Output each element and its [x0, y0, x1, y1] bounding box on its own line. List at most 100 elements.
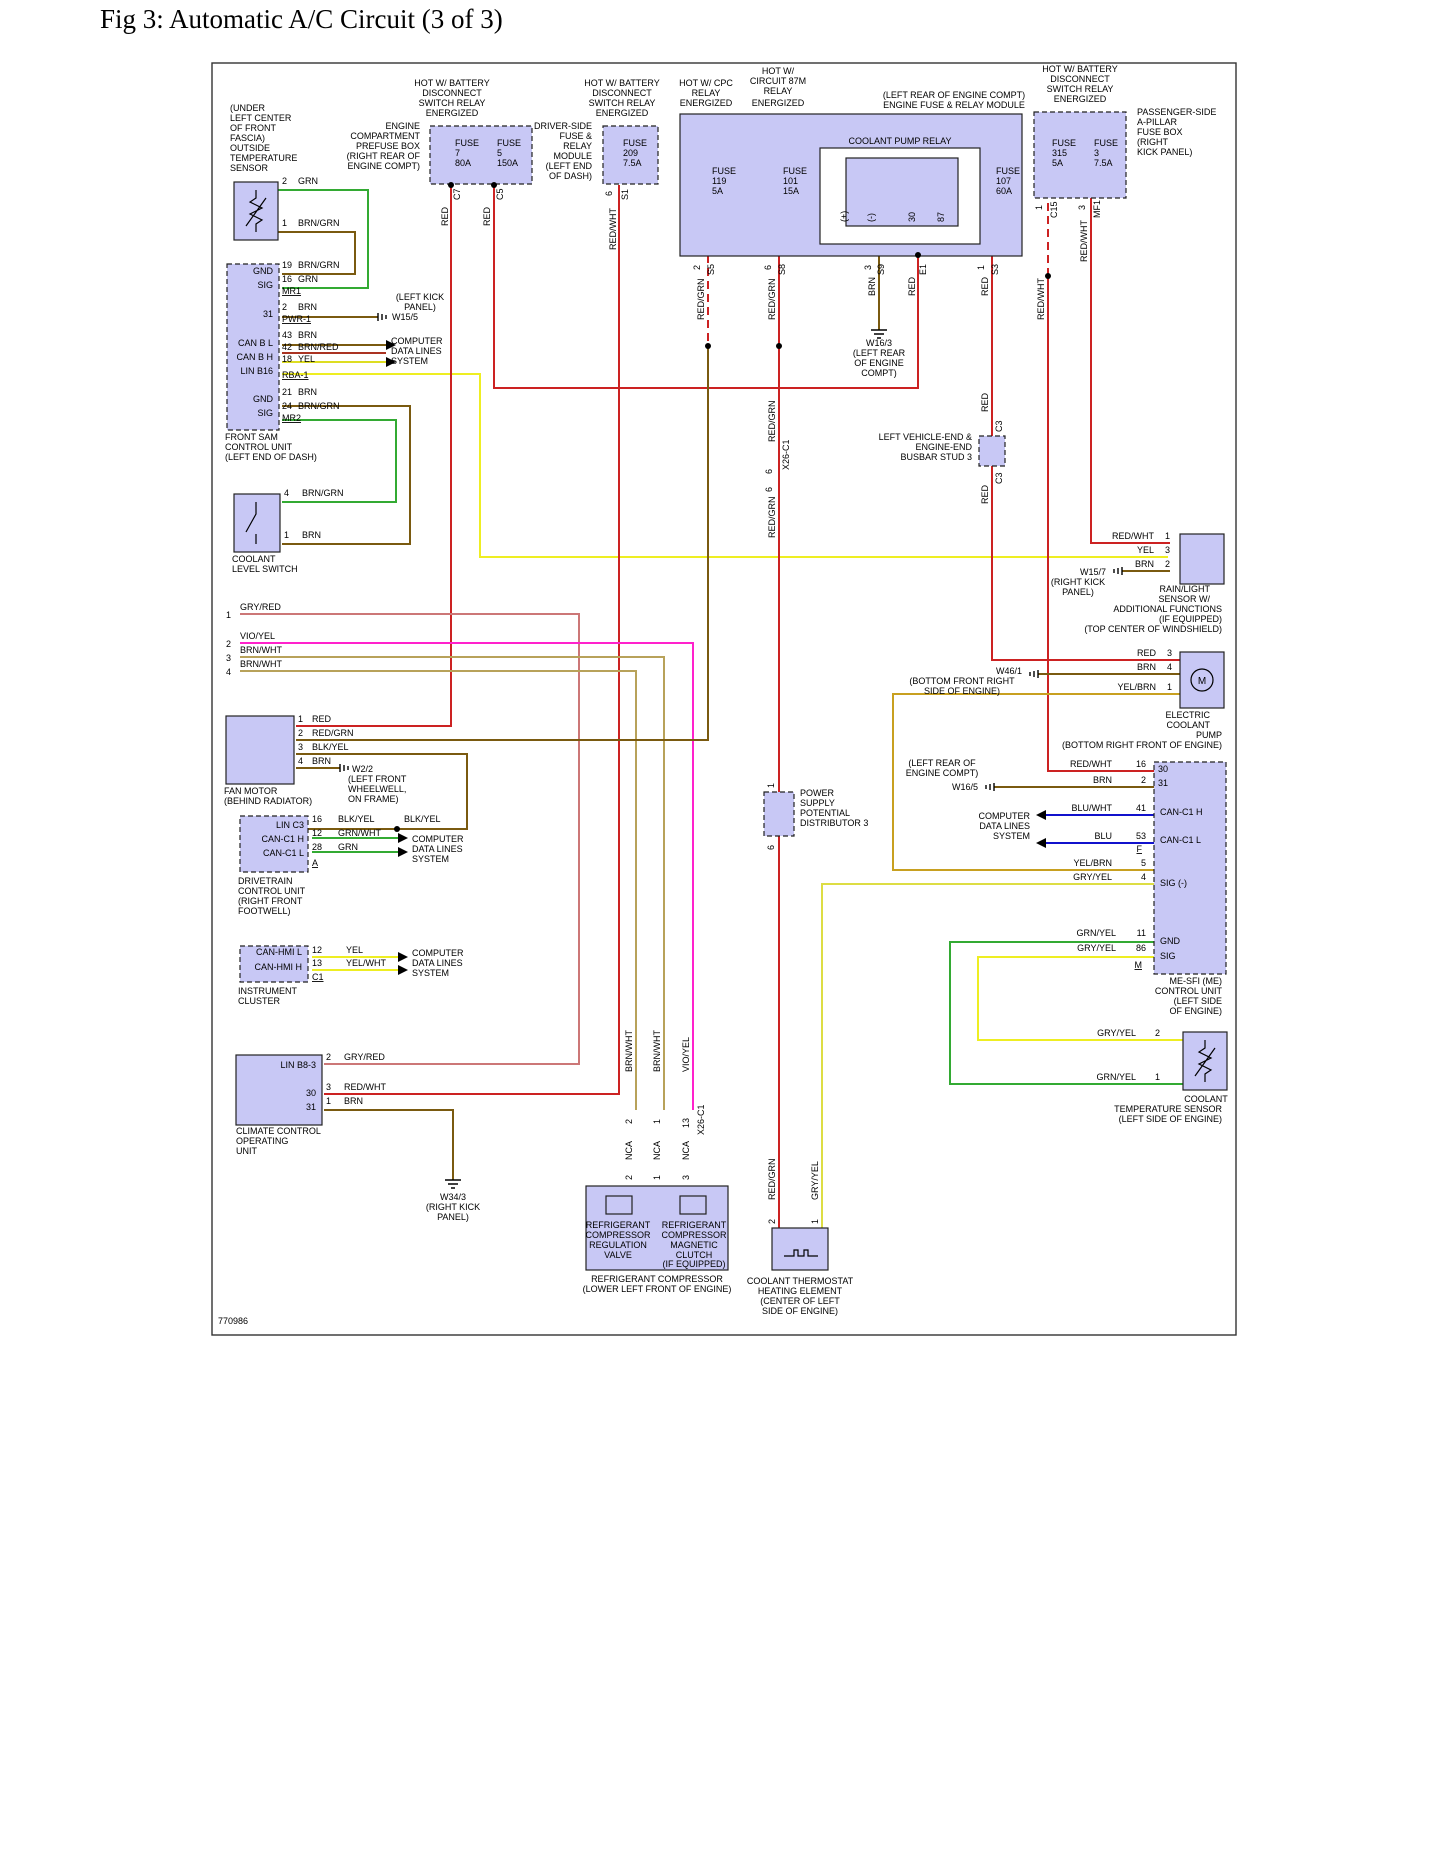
sam-pin-24: 24 [282, 401, 292, 411]
figure-id: 770986 [218, 1316, 248, 1326]
hdr-cpc-3: ENERGIZED [680, 98, 733, 108]
hdr-ps-3: SWITCH RELAY [1047, 84, 1114, 94]
fan-wire-1: RED [312, 714, 332, 724]
ef-conn-s3: S3 [990, 264, 1000, 275]
ground-w15-7 [1113, 567, 1123, 575]
ds-l5: (LEFT END [546, 161, 593, 171]
c-red5: RED [980, 392, 990, 412]
ef-pin-2: 2 [692, 265, 702, 270]
electric-coolant-pump [1179, 651, 1225, 709]
c-v-brnwht1: BRN/WHT [624, 1030, 634, 1072]
ps-l4: (RIGHT [1137, 137, 1168, 147]
os-l6: TEMPERATURE [230, 153, 297, 163]
me-pin-41: 41 [1136, 803, 1146, 813]
ps-l2: A-PILLAR [1137, 117, 1178, 127]
rs-ground: W15/7 [1080, 567, 1106, 577]
cmp-x26: X26-C1 [696, 1104, 706, 1135]
fan-wire-4: BRN [312, 756, 331, 766]
f119-a: FUSE [712, 166, 736, 176]
ps-c15: C15 [1049, 201, 1059, 218]
prefuse-f2-a: FUSE [497, 138, 521, 148]
hdr-cpc-2: RELAY [692, 88, 721, 98]
me-wire-41: BLU/WHT [1072, 803, 1113, 813]
ds-f-a: FUSE [623, 138, 647, 148]
thermistor-symbol [245, 190, 267, 232]
ts-pin-2: 2 [1155, 1028, 1160, 1038]
sam-pin-19: 19 [282, 260, 292, 270]
c-busbar-1: LEFT VEHICLE-END & [879, 432, 972, 442]
sam-lbl-sig2: SIG [257, 408, 273, 418]
sam-name-3: (LEFT END OF DASH) [225, 452, 317, 462]
sam-ground: W15/5 [392, 312, 418, 322]
relay-30: 30 [907, 212, 917, 222]
me-w1: (LEFT REAR OF [908, 758, 976, 768]
c-red3: RED [907, 276, 917, 296]
ground-symbols [339, 313, 1123, 1189]
hdr-prefuse-3: SWITCH RELAY [419, 98, 486, 108]
motor-circle [1190, 668, 1214, 692]
ls-name-2: LEVEL SWITCH [232, 564, 298, 574]
me-conn-m: M [1135, 960, 1143, 970]
coolant-thermistor-symbol [1194, 1040, 1216, 1082]
dt-name-4: FOOTWELL) [238, 906, 291, 916]
fan-ground: W2/2 [352, 764, 373, 774]
sam-cdl-2: DATA LINES [391, 346, 442, 356]
cc-name-2: OPERATING [236, 1136, 288, 1146]
me-lbl-canh: CAN-C1 H [1160, 807, 1203, 817]
wire-blkyel-fan [282, 753, 468, 830]
ground-w16-5 [985, 783, 995, 791]
wire-redwht-ps-rain [1090, 190, 1170, 544]
ic-cdl-3: SYSTEM [412, 968, 449, 978]
pump-name-3: PUMP [1196, 730, 1222, 740]
cmp-pin-1b: 1 [652, 1175, 662, 1180]
pump-wire-1: YEL/BRN [1117, 682, 1156, 692]
ps-f1-c: 5A [1052, 158, 1063, 168]
os-l2: LEFT CENTER [230, 113, 292, 123]
sam-wire-21: BRN [298, 387, 317, 397]
cmp-v4: VALVE [604, 1250, 632, 1260]
lw-wire-2: VIO/YEL [240, 631, 275, 641]
sam-wire-42: BRN/RED [298, 342, 339, 352]
wire-grn-outside-sensor [278, 189, 369, 289]
hdr-ds-3: SWITCH RELAY [589, 98, 656, 108]
lw-pin-4: 4 [226, 667, 231, 677]
ic-pin-13: 13 [312, 958, 322, 968]
c-psd-4: DISTRIBUTOR 3 [800, 818, 868, 828]
rs-pin-2: 2 [1165, 559, 1170, 569]
hdr-87m-3: RELAY [764, 86, 793, 96]
prefuse-f2-c: 150A [497, 158, 518, 168]
hdr-87m-2: CIRCUIT 87M [750, 76, 806, 86]
cmp-pin-13: 13 [681, 1118, 691, 1128]
prefuse-l4: (RIGHT REAR OF [347, 151, 421, 161]
cc-ground: W34/3 [440, 1192, 466, 1202]
wire-brn-climate-ground [324, 1109, 454, 1180]
cc-wire-3: RED/WHT [344, 1082, 386, 1092]
ps-mf1: MF1 [1092, 200, 1102, 218]
ls-name-1: COOLANT [232, 554, 276, 564]
cmp-c1: REFRIGERANT [662, 1220, 727, 1230]
th-p2: 2 [767, 1219, 777, 1224]
rs-name-1: RAIN/LIGHT [1159, 584, 1210, 594]
ps-f1-a: FUSE [1052, 138, 1076, 148]
hdr-ds-1: HOT W/ BATTERY [584, 78, 660, 88]
dt-wire-28: GRN [338, 842, 358, 852]
lw-wire-3: BRN/WHT [240, 659, 282, 669]
fan-motor [225, 715, 295, 785]
driver-side-fuse-module [602, 125, 659, 185]
cmp-c4: CLUTCH [676, 1250, 713, 1260]
coolant-level-switch [233, 493, 281, 553]
cmp-name-1: REFRIGERANT COMPRESSOR [591, 1274, 723, 1284]
wire-brn-level [282, 405, 411, 545]
me-name-2: CONTROL UNIT [1155, 986, 1223, 996]
sam-kick-2: PANEL) [404, 302, 436, 312]
c-v-vioyel: VIO/YEL [681, 1037, 691, 1072]
prefuse-f1-c: 80A [455, 158, 471, 168]
c-w163b: OF ENGINE [854, 358, 904, 368]
pump-g1: (BOTTOM FRONT RIGHT [909, 676, 1015, 686]
prefuse-l3: PREFUSE BOX [356, 141, 420, 151]
c-v-brnwht2: BRN/WHT [652, 1030, 662, 1072]
wire-brngrn-level [282, 419, 397, 503]
c-w163a: (LEFT REAR [853, 348, 906, 358]
ic-name-2: CLUSTER [238, 996, 281, 1006]
fan-wire-2: RED/GRN [312, 728, 354, 738]
